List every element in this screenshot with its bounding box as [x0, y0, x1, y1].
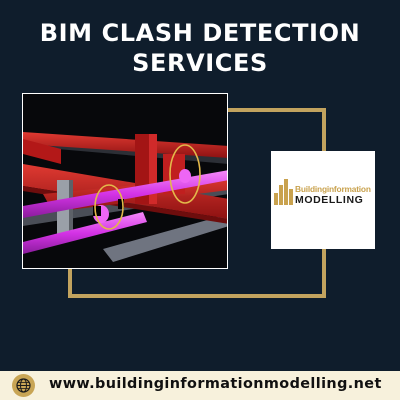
website-url-link[interactable]: www.buildinginformationmodelling.net: [49, 376, 382, 392]
logo-text-line-1: Buildinginformation: [295, 184, 371, 194]
clash-render-illustration: [23, 94, 227, 268]
page-title: BIM CLASH DETECTION SERVICES: [0, 18, 400, 78]
globe-icon: [12, 374, 35, 397]
company-logo-card: Buildinginformation MODELLING: [271, 151, 375, 249]
logo-text-line-2: MODELLING: [295, 194, 364, 206]
building-logo-icon: [274, 179, 293, 205]
title-line-1: BIM CLASH DETECTION: [39, 19, 361, 47]
footer-bar: www.buildinginformationmodelling.net: [0, 371, 400, 400]
title-line-2: SERVICES: [132, 49, 268, 77]
clash-render-image: [22, 93, 228, 269]
